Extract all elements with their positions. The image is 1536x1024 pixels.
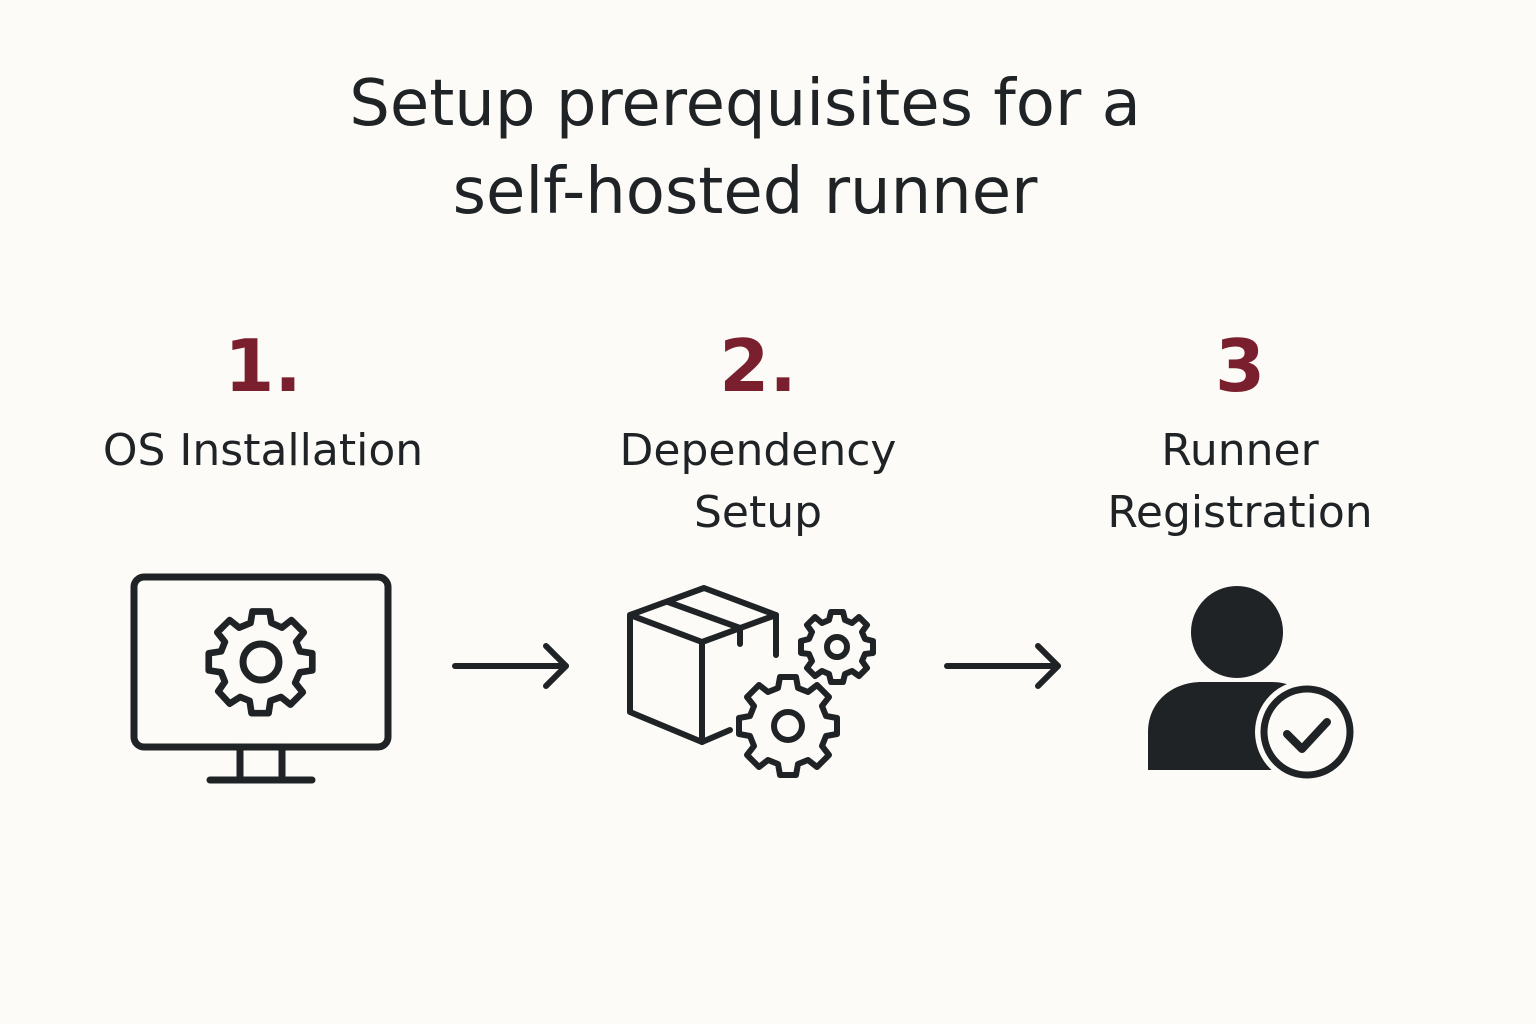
step-3-label: Runner Registration	[1040, 420, 1440, 544]
step-1: 1. OS Installation	[63, 330, 463, 482]
title-line-1: Setup prerequisites for a	[349, 67, 1141, 141]
step-2-label-line-2: Setup	[693, 487, 823, 538]
step-3-label-line-1: Runner	[1161, 425, 1319, 476]
step-1-label-line-1: OS Installation	[102, 425, 424, 476]
diagram-title: Setup prerequisites for a self-hosted ru…	[0, 60, 1490, 236]
arrow-right-icon	[942, 640, 1068, 692]
title-line-2: self-hosted runner	[452, 155, 1038, 229]
package-gears-icon	[622, 580, 882, 780]
step-3-label-line-2: Registration	[1107, 487, 1373, 538]
step-2-label-line-1: Dependency	[619, 425, 897, 476]
step-2-number: 2.	[719, 324, 797, 408]
arrow-right-icon	[450, 640, 576, 692]
step-2: 2. Dependency Setup	[558, 330, 958, 544]
step-1-number: 1.	[224, 324, 302, 408]
user-check-icon	[1142, 582, 1362, 787]
step-1-label: OS Installation	[63, 420, 463, 482]
monitor-gear-icon	[128, 570, 398, 790]
step-3: 3 Runner Registration	[1040, 330, 1440, 544]
step-3-number: 3	[1214, 324, 1266, 408]
step-2-label: Dependency Setup	[558, 420, 958, 544]
